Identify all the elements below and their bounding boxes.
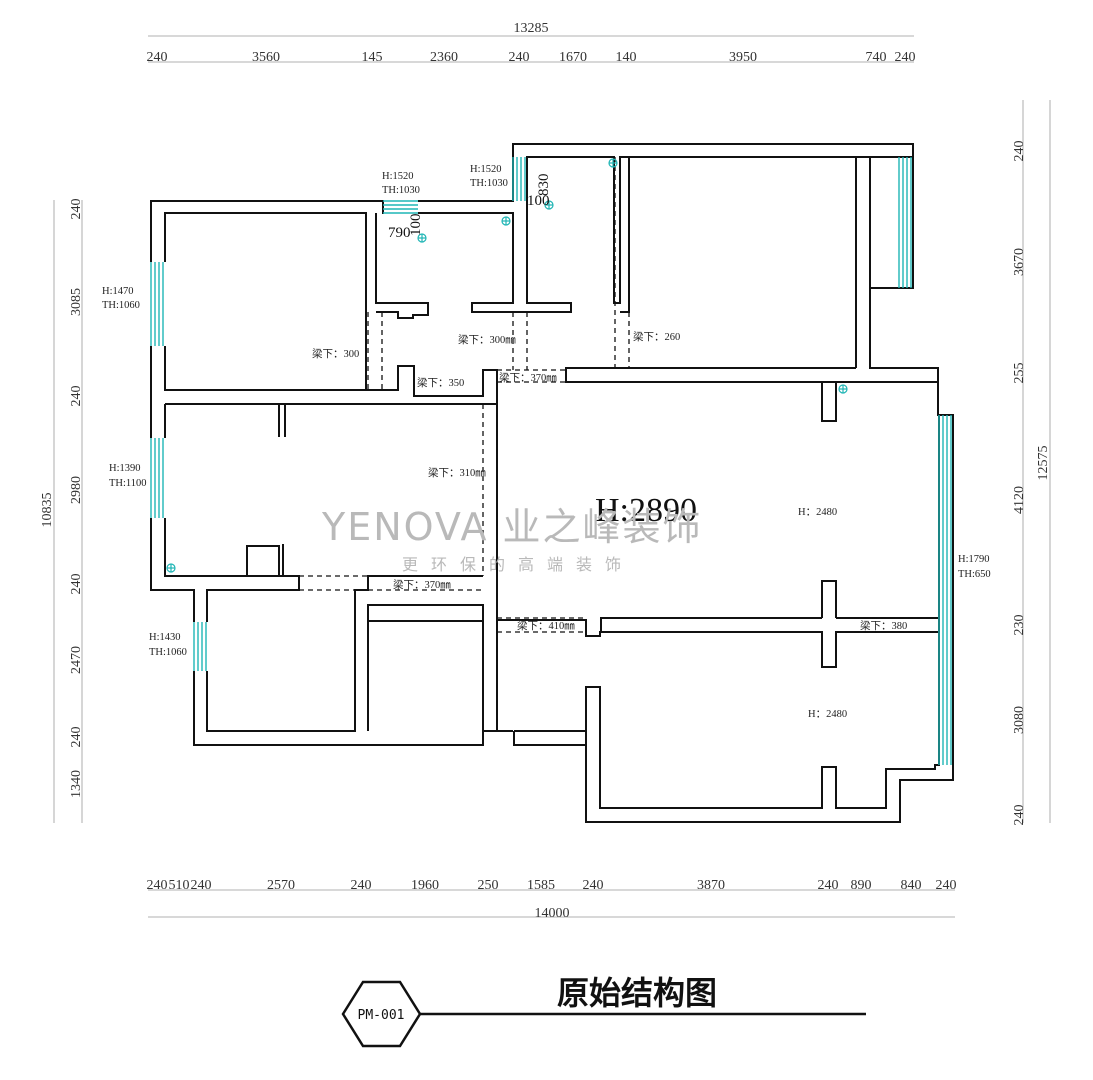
- beams: [299, 157, 939, 731]
- ceiling-height-label: H:2890: [595, 492, 697, 529]
- window-top-left: [383, 200, 418, 214]
- dimension-lines: [53, 35, 1051, 918]
- right-dim: 255: [1012, 363, 1027, 384]
- drain-icon: [501, 216, 511, 226]
- top-dim: 3950: [729, 50, 757, 65]
- beam-label: 梁下：410㎜: [517, 619, 575, 632]
- window-sill-label: TH:1030: [382, 185, 420, 196]
- left-dim: 2470: [69, 646, 84, 674]
- right-dim: 240: [1012, 141, 1027, 162]
- window-sill-label: TH:1060: [102, 300, 140, 311]
- right-total-dim: 12575: [1036, 446, 1051, 481]
- window-left-middle: [150, 438, 164, 518]
- right-dim: 4120: [1012, 486, 1027, 514]
- beam-label: 梁下：370㎜: [499, 371, 557, 384]
- left-total-dim: 10835: [40, 493, 55, 528]
- left-dim: 240: [69, 574, 84, 595]
- bottom-dim: 240: [351, 878, 372, 893]
- left-dim: 1340: [69, 770, 84, 798]
- walls: [150, 143, 954, 823]
- window-height-label: H:1520: [470, 164, 502, 175]
- drain-icon: [166, 563, 176, 573]
- top-dim: 740: [866, 50, 887, 65]
- title-block: PM-001 原始结构图: [341, 974, 866, 1048]
- top-dim: 240: [509, 50, 530, 65]
- small-dim: 100: [527, 193, 550, 209]
- window-left-upper: [150, 262, 164, 346]
- top-total-dim: 13285: [514, 21, 549, 36]
- window-height-label: H:1390: [109, 463, 141, 474]
- room-height-label: H：2480: [798, 507, 837, 518]
- drain-icon: [544, 200, 554, 210]
- window-sill-label: TH:650: [958, 569, 991, 580]
- beam-label: 梁下：260: [633, 330, 680, 343]
- window-height-label: H:1430: [149, 632, 181, 643]
- left-dim: 3085: [69, 288, 84, 316]
- window-sill-label: TH:1100: [109, 478, 147, 489]
- left-dim: 240: [69, 199, 84, 220]
- small-dim: 100: [408, 214, 424, 237]
- top-dim: 1670: [559, 50, 587, 65]
- windows: [150, 157, 952, 765]
- window-height-label: H:1790: [958, 554, 990, 565]
- watermark-brand: YENOVA 业之峰装饰: [321, 505, 703, 549]
- top-dim: 2360: [430, 50, 458, 65]
- left-dim: 240: [69, 727, 84, 748]
- drain-icon: [838, 384, 848, 394]
- window-top-right: [898, 157, 912, 288]
- small-dim: 790: [388, 225, 411, 241]
- right-dim: 3670: [1012, 248, 1027, 276]
- top-dim: 145: [362, 50, 383, 65]
- bottom-dim: 240: [818, 878, 839, 893]
- beam-label: 梁下：350: [417, 376, 464, 389]
- drain-icon: [417, 233, 427, 243]
- bottom-dim: 240: [191, 878, 212, 893]
- left-dim: 2980: [69, 476, 84, 504]
- window-sill-label: TH:1030: [470, 178, 508, 189]
- bottom-dim: 240: [936, 878, 957, 893]
- bottom-dim: 240: [583, 878, 604, 893]
- drain-markers: [166, 158, 848, 573]
- window-top-middle: [512, 157, 526, 201]
- window-height-label: H:1470: [102, 286, 134, 297]
- beam-label: 梁下：300㎜: [458, 333, 516, 346]
- beam-label: 梁下：310㎜: [428, 466, 486, 479]
- bottom-dim: 250: [478, 878, 499, 893]
- beam-label: 梁下：380: [860, 619, 907, 632]
- drain-icon: [608, 158, 618, 168]
- window-right: [938, 415, 952, 765]
- watermark-slogan: 更环保的高端装饰: [402, 555, 634, 574]
- bottom-dim: 2570: [267, 878, 295, 893]
- bottom-total-dim: 14000: [535, 906, 570, 921]
- bottom-dim: 840: [901, 878, 922, 893]
- window-left-lower: [193, 622, 207, 671]
- top-dim: 140: [616, 50, 637, 65]
- top-dim: 3560: [252, 50, 280, 65]
- window-sill-label: TH:1060: [149, 647, 187, 658]
- right-dim: 240: [1012, 805, 1027, 826]
- beam-label: 梁下：370㎜: [393, 578, 451, 591]
- left-dim: 240: [69, 386, 84, 407]
- window-height-label: H:1520: [382, 171, 414, 182]
- bottom-dim: 1960: [411, 878, 439, 893]
- top-dim: 240: [895, 50, 916, 65]
- room-height-label: H：2480: [808, 709, 847, 720]
- drawing-title: 原始结构图: [557, 974, 717, 1012]
- small-dim: 830: [536, 174, 552, 197]
- bottom-dim: 510: [169, 878, 190, 893]
- right-dim: 3080: [1012, 706, 1027, 734]
- bottom-dim: 240: [147, 878, 168, 893]
- bottom-dim: 3870: [697, 878, 725, 893]
- bottom-dim: 1585: [527, 878, 555, 893]
- top-dim: 240: [147, 50, 168, 65]
- beam-label: 梁下：300: [312, 347, 359, 360]
- drawing-code: PM-001: [358, 1008, 405, 1023]
- right-dim: 230: [1012, 615, 1027, 636]
- bottom-dim: 890: [851, 878, 872, 893]
